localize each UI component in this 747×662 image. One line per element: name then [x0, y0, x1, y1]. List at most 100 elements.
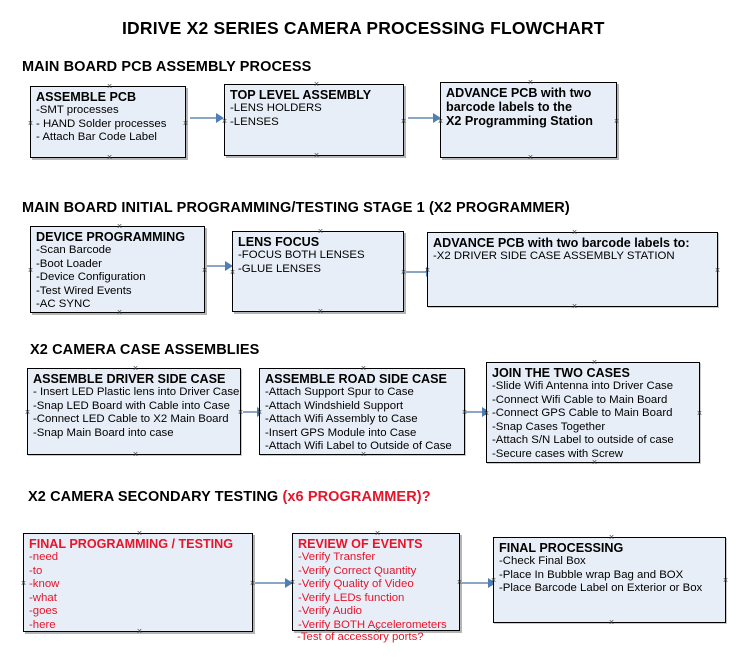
resize-handle-bottom[interactable]: [591, 459, 598, 466]
node-line: -AC SYNC: [36, 298, 91, 311]
node-line: -Verify Quality of Video: [298, 578, 414, 591]
node-lens-focus[interactable]: LENS FOCUS -FOCUS BOTH LENSES -GLUE LENS…: [232, 231, 404, 312]
node-line: -FOCUS BOTH LENSES: [238, 249, 365, 261]
resize-handle-top[interactable]: [132, 365, 139, 372]
node-line: -what: [29, 591, 57, 604]
node-review-of-events[interactable]: REVIEW OF EVENTS -Verify Transfer -Verif…: [292, 533, 460, 631]
section-heading-accent: (x6 PROGRAMMER)?: [282, 489, 431, 505]
resize-handle-left[interactable]: [437, 118, 444, 125]
node-line: -Place Barcode Label on Exterior or Box: [499, 582, 703, 595]
resize-handle-left[interactable]: [424, 267, 431, 274]
node-line: - Insert LED Plastic lens into Driver Ca…: [33, 386, 240, 398]
node-title: LENS FOCUS: [238, 235, 320, 249]
section-heading-text: X2 CAMERA SECONDARY TESTING: [28, 489, 283, 505]
node-advance-pcb-to-driver-side-case[interactable]: ADVANCE PCB with two barcode labels to: …: [427, 232, 718, 307]
node-line: -to: [29, 564, 43, 577]
node-advance-pcb-to-x2-programming-station[interactable]: ADVANCE PCB with two barcode labels to t…: [440, 82, 617, 158]
node-line: -Attach Wifi Assembly to Case: [265, 413, 418, 426]
node-line: - HAND Solder processes: [36, 117, 167, 130]
resize-handle-right[interactable]: [400, 118, 407, 125]
resize-handle-top[interactable]: [571, 229, 578, 236]
node-line: -Verify Transfer: [298, 551, 376, 563]
node-line: -LENS HOLDERS: [230, 102, 322, 114]
resize-handle-left[interactable]: [27, 267, 34, 274]
resize-handle-top[interactable]: [608, 534, 615, 541]
node-device-programming[interactable]: DEVICE PROGRAMMING -Scan Barcode -Boot L…: [30, 226, 205, 313]
resize-handle-top[interactable]: [374, 530, 381, 537]
connector-device-programming-to-lens-focus: [207, 261, 233, 271]
node-line: -Place In Bubble wrap Bag and BOX: [499, 568, 684, 581]
connector-assemble-pcb-to-top-level-assembly: [190, 113, 224, 123]
resize-handle-top[interactable]: [106, 83, 113, 90]
node-line: -know: [29, 578, 60, 591]
node-title: JOIN THE TWO CASES: [492, 366, 630, 380]
resize-handle-top[interactable]: [136, 530, 143, 537]
resize-handle-bottom[interactable]: [608, 619, 615, 626]
resize-handle-right[interactable]: [696, 410, 703, 417]
node-line: -Attach Wifi Label to Outside of Case: [265, 440, 452, 453]
resize-handle-left[interactable]: [20, 580, 27, 587]
node-line: -Connect LED Cable to X2 Main Board: [33, 413, 229, 426]
node-line: -here: [29, 618, 56, 631]
resize-handle-top[interactable]: [317, 228, 324, 235]
connector-shaft: [207, 265, 226, 267]
node-assemble-pcb[interactable]: ASSEMBLE PCB -SMT processes - HAND Solde…: [30, 86, 186, 158]
node-line: -Device Configuration: [36, 271, 146, 284]
resize-handle-left[interactable]: [490, 577, 497, 584]
resize-handle-bottom[interactable]: [106, 154, 113, 161]
resize-handle-right[interactable]: [182, 120, 189, 127]
node-title-line3: X2 Programming Station: [446, 114, 593, 128]
node-line: -Scan Barcode: [36, 244, 112, 256]
node-line: -Secure cases with Screw: [492, 447, 624, 460]
node-top-level-assembly[interactable]: TOP LEVEL ASSEMBLY -LENS HOLDERS -LENSES: [224, 84, 404, 156]
resize-handle-right[interactable]: [722, 577, 729, 584]
node-review-of-events-overflow-line: -Test of accessory ports?: [297, 631, 424, 643]
resize-handle-right[interactable]: [714, 267, 721, 274]
resize-handle-bottom[interactable]: [116, 309, 123, 316]
node-title: ASSEMBLE DRIVER SIDE CASE: [33, 372, 226, 386]
resize-handle-bottom[interactable]: [360, 451, 367, 458]
node-line: -GLUE LENSES: [238, 262, 321, 275]
connector-shaft: [255, 582, 286, 584]
node-line: - Attach Bar Code Label: [36, 131, 157, 144]
resize-handle-left[interactable]: [24, 409, 31, 416]
node-line: -need: [29, 551, 59, 563]
resize-handle-bottom[interactable]: [527, 154, 534, 161]
node-assemble-road-side-case[interactable]: ASSEMBLE ROAD SIDE CASE -Attach Support …: [259, 368, 465, 455]
node-line: -Verify BOTH Accelerometers: [298, 618, 447, 631]
node-line: -Verify Audio: [298, 605, 362, 618]
node-final-programming-testing[interactable]: FINAL PROGRAMMING / TESTING -need -to -k…: [23, 533, 253, 632]
node-line: -Boot Loader: [36, 257, 102, 270]
resize-handle-left[interactable]: [229, 269, 236, 276]
arrowhead-icon: [225, 261, 233, 271]
node-line: -Connect GPS Cable to Main Board: [492, 407, 673, 420]
resize-handle-top[interactable]: [527, 79, 534, 86]
resize-handle-bottom[interactable]: [317, 308, 324, 315]
resize-handle-bottom[interactable]: [136, 628, 143, 635]
resize-handle-bottom[interactable]: [313, 152, 320, 159]
node-join-the-two-cases[interactable]: JOIN THE TWO CASES -Slide Wifi Antenna i…: [486, 362, 700, 463]
resize-handle-top[interactable]: [313, 81, 320, 88]
resize-handle-left[interactable]: [289, 579, 296, 586]
resize-handle-left[interactable]: [221, 118, 228, 125]
node-line: -goes: [29, 605, 58, 618]
connector-shaft: [406, 271, 427, 273]
resize-handle-top[interactable]: [591, 359, 598, 366]
resize-handle-left[interactable]: [256, 409, 263, 416]
resize-handle-left[interactable]: [27, 120, 34, 127]
node-line: -Snap Cases Together: [492, 420, 606, 433]
resize-handle-bottom[interactable]: [571, 303, 578, 310]
resize-handle-bottom[interactable]: [132, 451, 139, 458]
resize-handle-right[interactable]: [613, 118, 620, 125]
node-title: ASSEMBLE PCB: [36, 90, 137, 104]
node-line: -Attach S/N Label to outside of case: [492, 434, 674, 447]
node-assemble-driver-side-case[interactable]: ASSEMBLE DRIVER SIDE CASE - Insert LED P…: [27, 368, 241, 455]
node-line: -Verify LEDs function: [298, 591, 405, 604]
node-title: DEVICE PROGRAMMING: [36, 230, 186, 244]
resize-handle-left[interactable]: [483, 410, 490, 417]
node-final-processing[interactable]: FINAL PROCESSING -Check Final Box -Place…: [493, 537, 726, 623]
resize-handle-top[interactable]: [116, 223, 123, 230]
section-heading-main-board-pcb-assembly: MAIN BOARD PCB ASSEMBLY PROCESS: [22, 59, 312, 75]
resize-handle-top[interactable]: [360, 365, 367, 372]
